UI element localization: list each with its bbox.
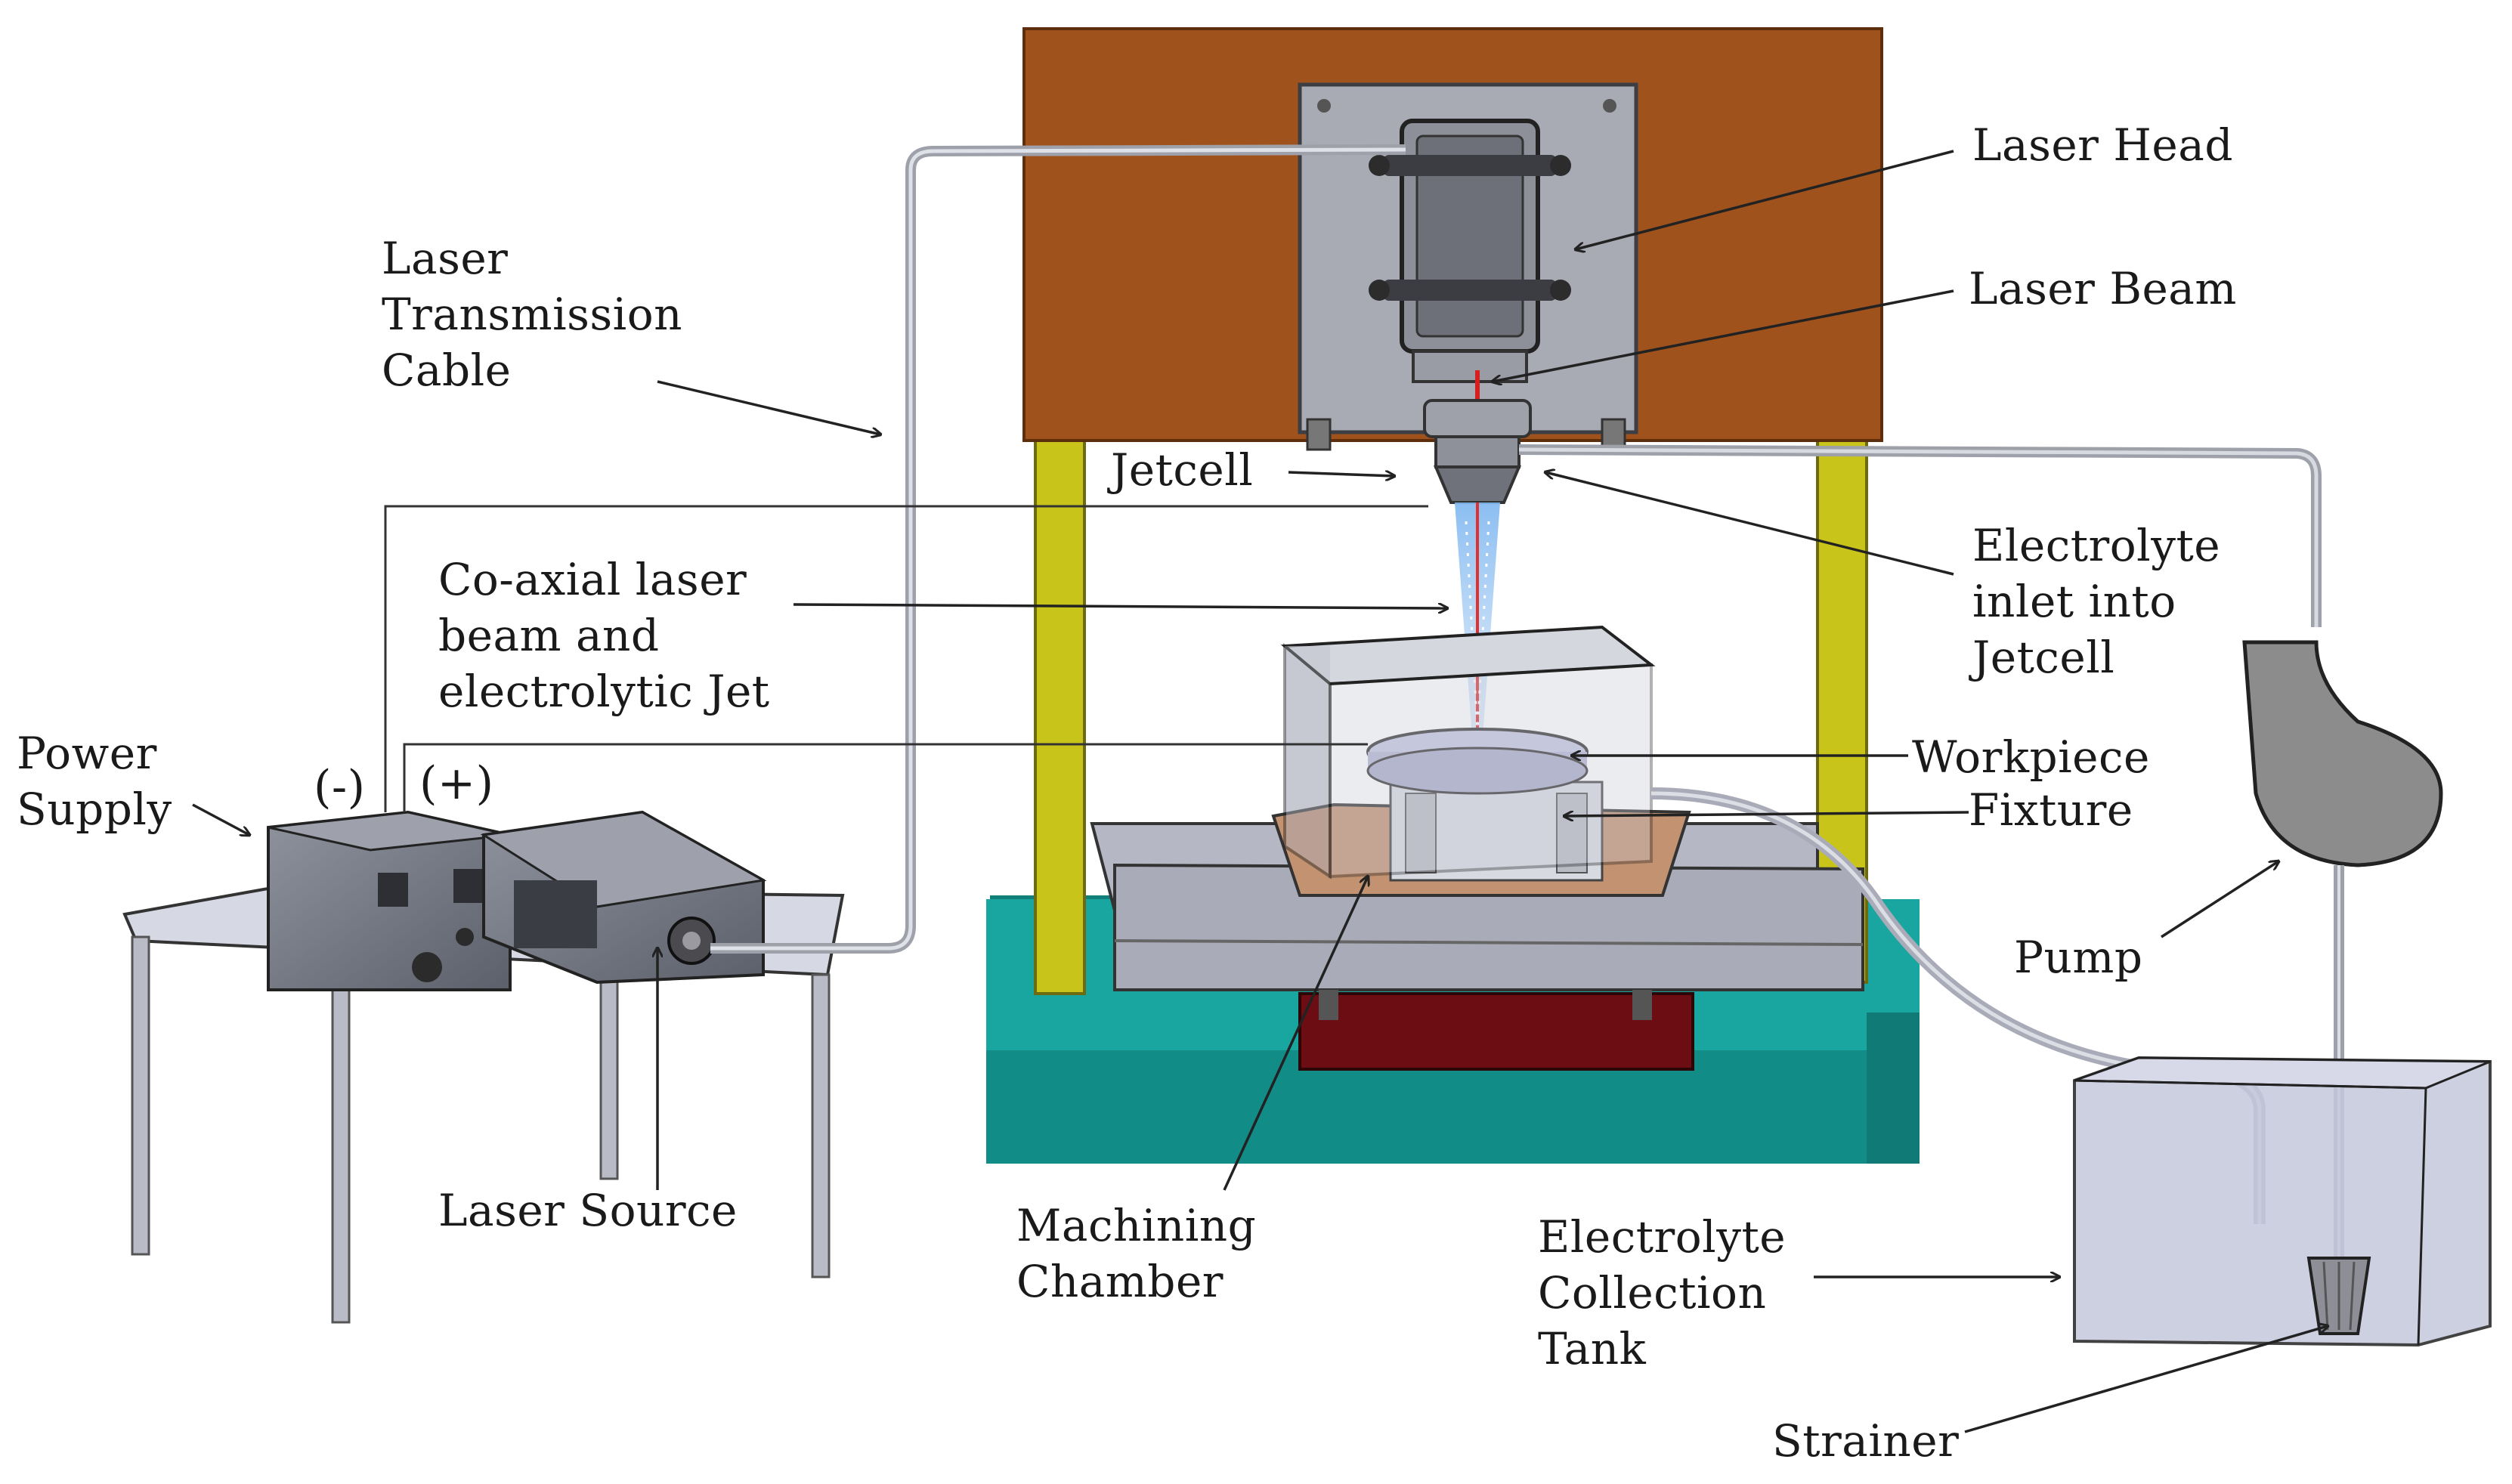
label-fixture: Fixture <box>1969 784 2133 836</box>
label-machining-chamber: Machining Chamber <box>1016 1198 1256 1309</box>
label-laser-transmission-cable: Laser Transmission Cable <box>382 230 682 398</box>
frame-legs <box>1034 422 1868 995</box>
label-line: Machining <box>1016 1200 1257 1251</box>
label-electrolyte-collection-tank: Electrolyte Collection Tank <box>1538 1209 1786 1377</box>
label-line: Co-axial laser <box>438 554 747 605</box>
label-line: electrolytic Jet <box>438 666 770 717</box>
label-line: Power <box>17 728 157 779</box>
label-electrolyte-inlet: Electrolyte inlet into Jetcell <box>1972 518 2220 685</box>
label-line: Chamber <box>1016 1256 1224 1307</box>
label-laser-beam: Laser Beam <box>1969 263 2237 314</box>
label-line: Tank <box>1538 1323 1647 1374</box>
coaxial-jet <box>1455 502 1500 737</box>
label-line: Jetcell <box>1972 632 2115 683</box>
label-line: Laser <box>382 233 509 284</box>
fixture <box>1389 781 1604 882</box>
label-laser-head: Laser Head <box>1972 119 2233 171</box>
label-coaxial-beam-jet: Co-axial laser beam and electrolytic Jet <box>438 552 770 719</box>
label-line: Electrolyte <box>1538 1211 1787 1263</box>
leader-lines <box>192 150 2328 1433</box>
label-line: Supply <box>17 784 172 835</box>
label-line: Electrolyte <box>1972 520 2221 571</box>
power-supply-unit <box>267 810 512 991</box>
label-laser-source: Laser Source <box>438 1185 738 1236</box>
strainer <box>2306 1257 2371 1335</box>
positive-wire <box>403 743 1368 812</box>
workpiece <box>1366 728 1589 795</box>
laser-head <box>1369 119 1571 383</box>
label-line: inlet into <box>1972 576 2176 627</box>
label-line: Cable <box>382 345 512 396</box>
label-pump: Pump <box>2014 932 2143 983</box>
label-strainer: Strainer <box>1772 1415 1960 1467</box>
negative-wire <box>384 505 1428 812</box>
jetcell <box>1423 399 1532 504</box>
label-line: Collection <box>1538 1267 1767 1319</box>
label-line: Transmission <box>382 289 683 340</box>
label-positive-terminal: (+) <box>419 757 494 810</box>
laser-source-unit <box>480 810 767 985</box>
label-line: beam and <box>438 610 660 661</box>
label-power-supply: Power Supply <box>17 725 172 837</box>
label-negative-terminal: (-) <box>314 761 366 814</box>
collection-tank <box>2073 1056 2492 1347</box>
label-jetcell: Jetcell <box>1111 444 1254 496</box>
machining-chamber <box>1280 625 1656 865</box>
label-workpiece: Workpiece <box>1912 731 2150 783</box>
